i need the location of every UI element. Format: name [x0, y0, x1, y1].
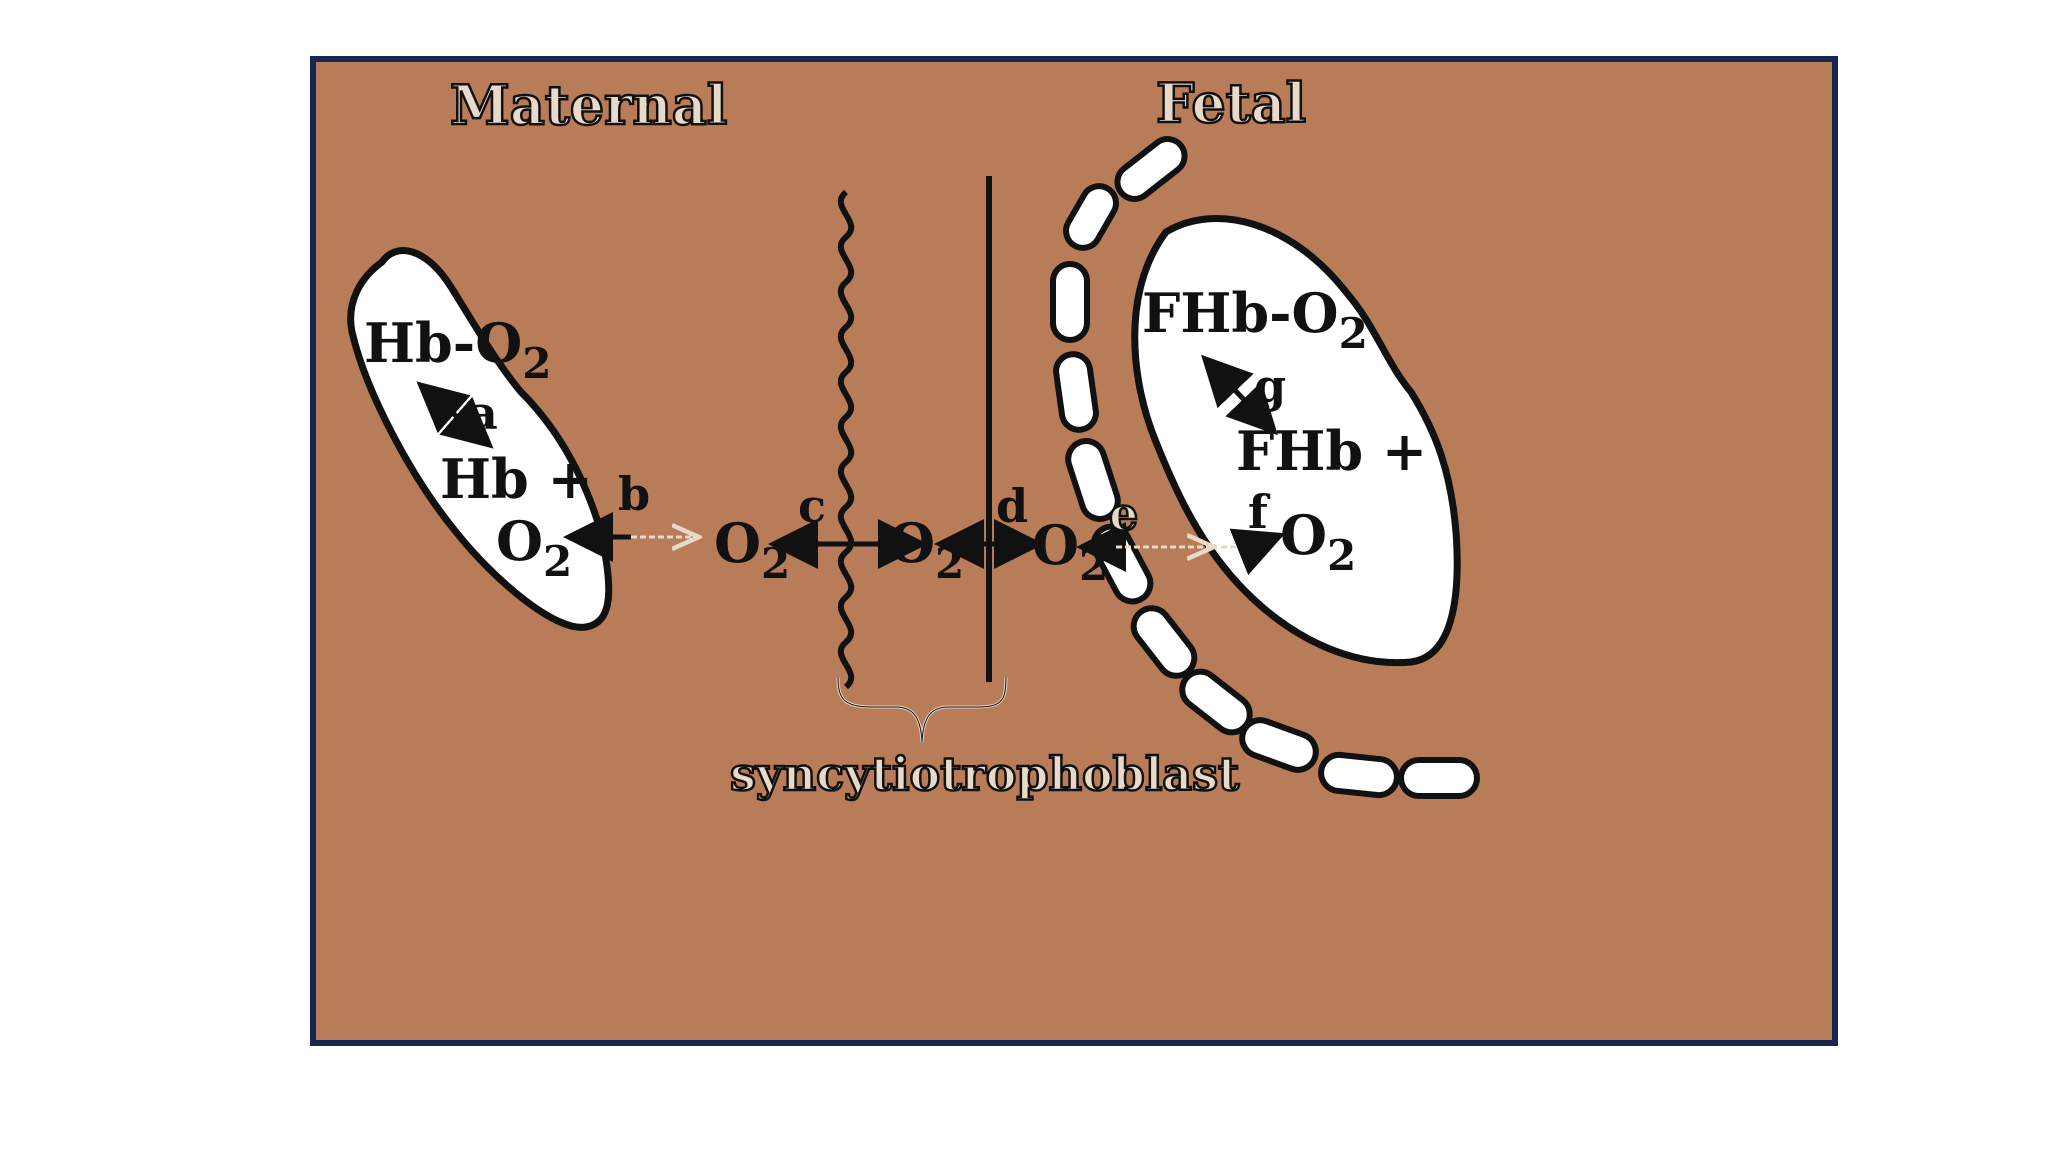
syncytiotrophoblast-label: syncytiotrophoblast [730, 747, 1240, 801]
step-g-label: g [1254, 359, 1286, 413]
maternal-reaction-arrow-a [416, 381, 494, 449]
maternal-o2-label: O2 [496, 509, 572, 586]
fetal-o2-label: O2 [1280, 503, 1356, 580]
step-e-label: e [1109, 487, 1138, 541]
step-d-label: d [996, 479, 1028, 533]
o2-basal-label: O2 [1032, 513, 1108, 590]
fetal-capillary-endothelium-icon [1050, 136, 1480, 799]
fetal-reaction-arrow-g [1201, 354, 1278, 436]
step-b-label: b [618, 467, 650, 521]
maternal-membrane-wavy-line [837, 189, 855, 690]
maternal-title: Maternal [450, 73, 727, 137]
step-f-label: f [1248, 485, 1271, 539]
o2-intervillous-label: O2 [714, 511, 790, 588]
fetal-fhb-plus-label: FHb + [1236, 419, 1427, 483]
placenta-oxygen-transfer-diagram: Maternal Fetal syncytiotrophoblast [347, 70, 1480, 802]
maternal-hb-o2-label: Hb-O2 [364, 311, 551, 388]
maternal-hb-plus-label: Hb + [440, 447, 593, 511]
diagram-panel: Maternal Fetal syncytiotrophoblast [310, 56, 1838, 1046]
fetal-fhb-o2-label: FHb-O2 [1142, 281, 1368, 358]
syncytiotrophoblast-brace-icon [836, 676, 1008, 743]
diffusion-arrow-f [1221, 528, 1286, 576]
step-a-label: a [468, 386, 498, 440]
o2-syncytio-label: O2 [888, 511, 964, 588]
brace-outline [837, 676, 1007, 743]
step-c-label: c [798, 479, 826, 533]
fetal-title: Fetal [1156, 71, 1306, 135]
